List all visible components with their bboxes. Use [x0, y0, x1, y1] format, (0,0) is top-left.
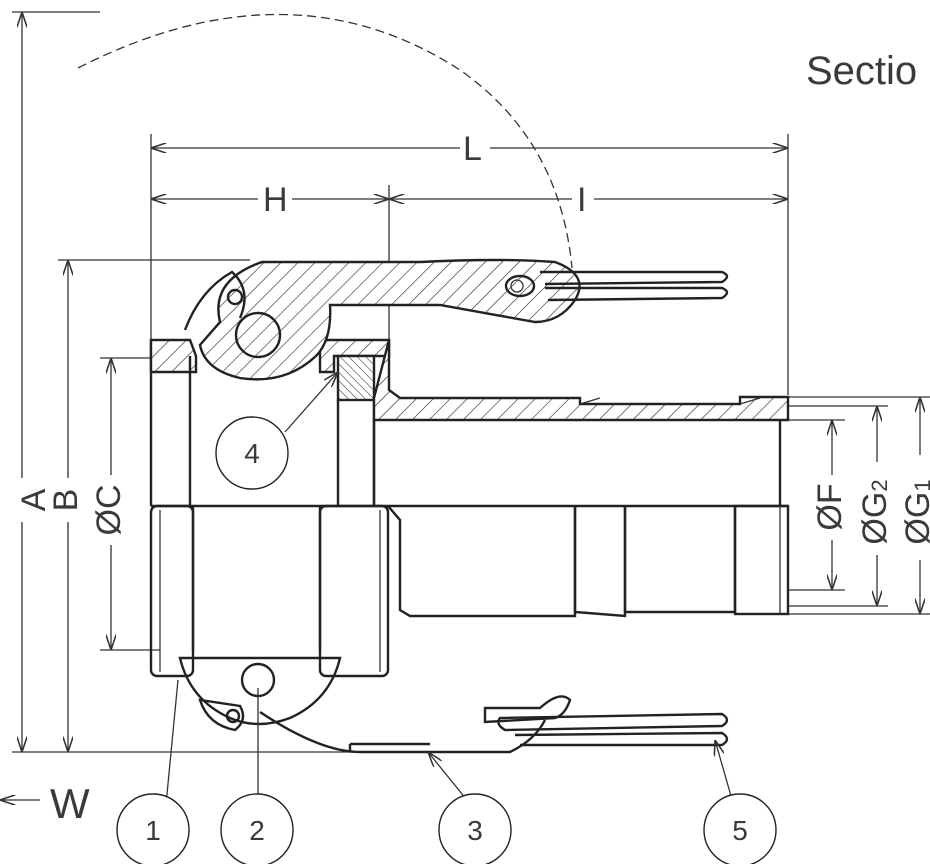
exterior-lower-half	[149, 504, 790, 678]
callout-3: 3	[438, 793, 512, 864]
section-title: Sectio	[806, 49, 917, 93]
dim-i-label: I	[577, 181, 586, 219]
dimension-w: W	[0, 780, 90, 827]
svg-text:3: 3	[467, 815, 483, 846]
dim-g1-label: ØG1	[899, 479, 930, 544]
dimension-b: B	[47, 259, 250, 752]
callout-2: 2	[220, 793, 294, 864]
hose-tail-wall	[372, 339, 790, 422]
dimension-l: L	[150, 130, 789, 395]
dim-a-label: A	[15, 488, 53, 511]
svg-text:4: 4	[244, 438, 260, 469]
svg-text:2: 2	[249, 815, 265, 846]
dim-h-label: H	[263, 181, 288, 219]
ring-slot	[504, 274, 536, 298]
callout-5: 5	[703, 793, 777, 864]
dim-b-label: B	[47, 489, 85, 512]
cam-lever-bottom	[178, 656, 729, 754]
section-upper-half	[149, 338, 790, 508]
lever-swing-arc	[77, 13, 573, 269]
cam-lever-top	[183, 258, 729, 381]
gasket-part-4	[336, 354, 376, 402]
dimension-a: A	[12, 11, 500, 753]
dim-g2-label: ØG2	[856, 479, 894, 544]
lever-body	[198, 258, 581, 381]
sleeve-top-left	[149, 338, 198, 374]
dim-f-label: ØF	[811, 483, 849, 530]
svg-text:1: 1	[145, 815, 161, 846]
callout-4: 4	[215, 416, 289, 490]
dim-c-label: ØC	[90, 485, 128, 536]
dimension-c: ØC	[90, 357, 160, 651]
dim-l-label: L	[463, 130, 482, 168]
callout-1: 1	[116, 793, 190, 864]
svg-text:5: 5	[732, 815, 748, 846]
dimension-f-g: ØF ØG2 ØG1	[788, 396, 930, 615]
dim-w-label: W	[50, 780, 90, 827]
lever-pivot-pin	[234, 311, 282, 359]
